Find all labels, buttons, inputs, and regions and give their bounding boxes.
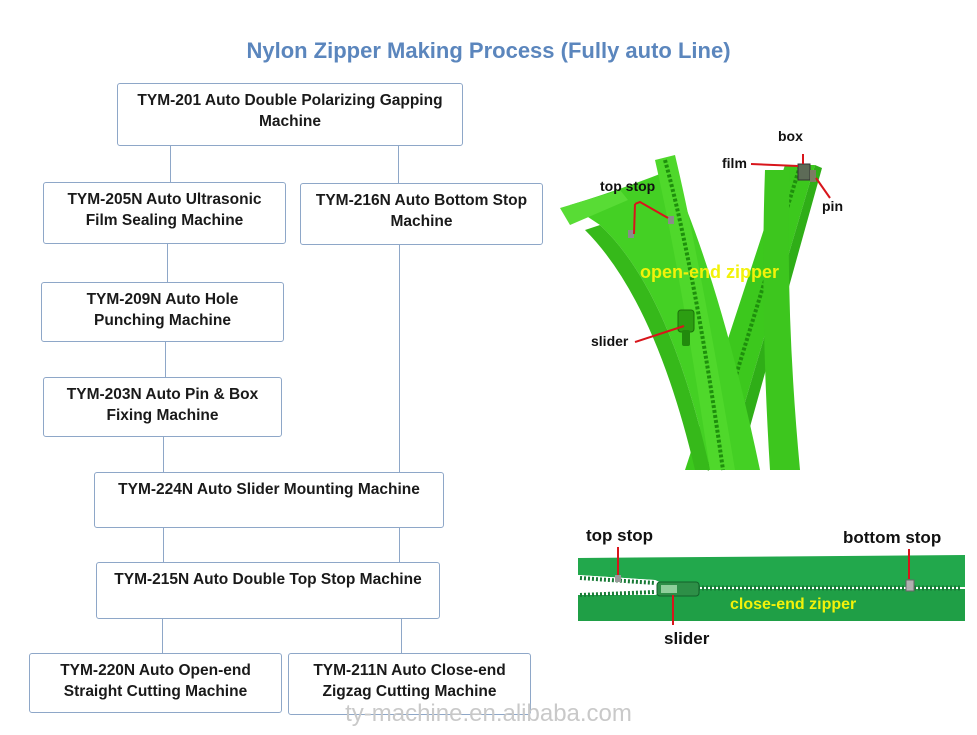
step-label: TYM-209N Auto Hole Punching Machine	[86, 291, 239, 329]
process-step-tym-211n: TYM-211N Auto Close-end Zigzag Cutting M…	[288, 653, 531, 715]
connector-224-215-left	[163, 528, 164, 562]
label-bottom-stop: bottom stop	[843, 528, 942, 547]
page-title: Nylon Zipper Making Process (Fully auto …	[246, 38, 731, 63]
step-label: TYM-201 Auto Double Polarizing Gapping M…	[137, 92, 443, 130]
connector-205-209	[167, 244, 168, 282]
step-label: TYM-211N Auto Close-end Zigzag Cutting M…	[313, 662, 506, 700]
step-label: TYM-216N Auto Bottom Stop Machine	[315, 192, 528, 230]
process-step-tym-216n: TYM-216N Auto Bottom Stop Machine	[300, 183, 543, 245]
close-end-zipper-illustration	[578, 547, 965, 625]
connector-215-220	[162, 619, 163, 653]
label-top-stop: top stop	[586, 526, 654, 545]
step-label: TYM-220N Auto Open-end Straight Cutting …	[60, 662, 251, 700]
close-end-zipper-photo: top stop bottom stop slider close-end zi…	[575, 525, 970, 675]
close-end-zipper-name: close-end zipper	[730, 596, 857, 613]
process-step-tym-203n: TYM-203N Auto Pin & Box Fixing Machine	[43, 377, 282, 437]
process-step-tym-215n: TYM-215N Auto Double Top Stop Machine	[96, 562, 440, 619]
label-pin: pin	[822, 198, 843, 214]
step-label: TYM-205N Auto Ultrasonic Film Sealing Ma…	[67, 191, 262, 229]
process-step-tym-209n: TYM-209N Auto Hole Punching Machine	[41, 282, 284, 342]
connector-203-224	[163, 437, 164, 472]
step-label: TYM-215N Auto Double Top Stop Machine	[114, 571, 422, 588]
connector-201-216	[398, 146, 399, 183]
process-step-tym-205n: TYM-205N Auto Ultrasonic Film Sealing Ma…	[43, 182, 286, 244]
label-slider: slider	[664, 629, 710, 648]
label-box: box	[778, 130, 803, 144]
step-label: TYM-224N Auto Slider Mounting Machine	[118, 481, 420, 498]
label-slider: slider	[591, 333, 629, 349]
connector-215-211	[401, 619, 402, 653]
label-top-stop: top stop	[600, 178, 656, 194]
open-end-zipper-illustration	[560, 154, 831, 471]
connector-216-224	[399, 245, 400, 472]
process-step-tym-224n: TYM-224N Auto Slider Mounting Machine	[94, 472, 444, 528]
open-end-zipper-photo: box film pin top stop slider open-end zi…	[560, 130, 970, 475]
connector-209-203	[165, 342, 166, 377]
connector-224-215-right	[399, 528, 400, 562]
watermark: ty-machine.en.alibaba.com	[345, 700, 632, 727]
process-step-tym-220n: TYM-220N Auto Open-end Straight Cutting …	[29, 653, 282, 713]
process-step-tym-201: TYM-201 Auto Double Polarizing Gapping M…	[117, 83, 463, 146]
connector-201-205	[170, 146, 171, 182]
open-end-zipper-name: open-end zipper	[640, 262, 779, 282]
label-film: film	[722, 155, 747, 171]
step-label: TYM-203N Auto Pin & Box Fixing Machine	[66, 386, 259, 424]
